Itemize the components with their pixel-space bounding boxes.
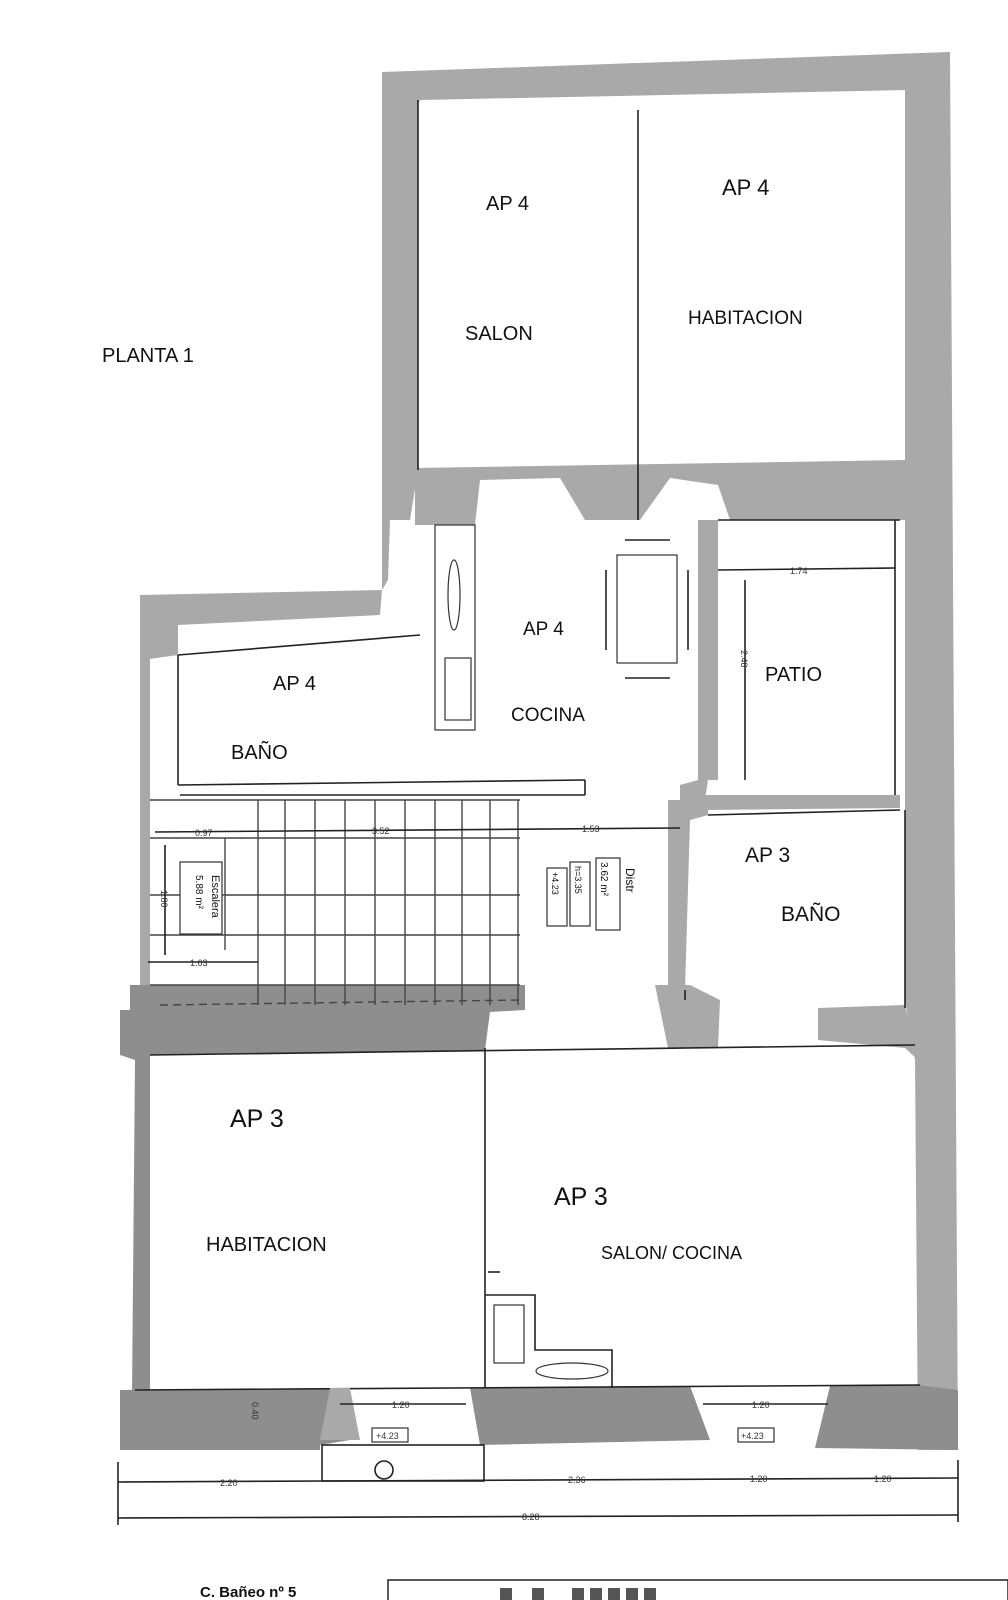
ap3-habitacion-name: HABITACION	[206, 1234, 327, 1256]
footer: C. Bañeo nº 5	[200, 1579, 1008, 1600]
dim-landing: 1.53	[582, 824, 600, 834]
ap3-bano-name: BAÑO	[781, 902, 841, 926]
distr-label: Distr	[623, 868, 637, 893]
ap4-cocina-unit: AP 4	[523, 619, 564, 640]
dim-stair-bottom: 1.63	[190, 958, 208, 968]
dim-stair-height: 1.80	[159, 890, 169, 908]
dim-patio-width: 1.74	[790, 566, 808, 576]
dining-table	[605, 539, 689, 679]
walls	[120, 52, 958, 1450]
kitchen-counter	[434, 524, 476, 731]
ap4-salon-unit: AP 4	[486, 193, 529, 215]
distr-area: 3.62 m²	[598, 862, 609, 897]
ap3-habitacion-unit: AP 3	[230, 1105, 284, 1133]
escalera-box: Escalera 5.88 m²	[179, 861, 223, 935]
ap4-habitacion-name: HABITACION	[688, 308, 803, 329]
dim-patio-depth: 2.48	[739, 650, 749, 668]
plan-title: PLANTA 1	[102, 345, 194, 367]
dim-bottom-seg-2: 2.36	[568, 1475, 586, 1485]
dim-bottom-total: 8.28	[522, 1512, 540, 1522]
dim-bottom-seg-4: 1.20	[874, 1474, 892, 1484]
ap3-salon-name: SALON/ COCINA	[601, 1243, 742, 1263]
ap4-cocina-name: COCINA	[511, 705, 585, 726]
ap4-bano-name: BAÑO	[231, 740, 288, 764]
partitions	[134, 100, 921, 1391]
distr-level-2: +4.23	[550, 872, 560, 895]
window-right-level: +4.23	[741, 1431, 764, 1441]
ap4-habitacion-unit: AP 4	[722, 175, 769, 200]
dim-stair-left: 0.97	[195, 828, 213, 838]
ap4-bano-unit: AP 4	[273, 673, 316, 695]
street-label: C. Bañeo nº 5	[200, 1584, 296, 1600]
dim-bottom-seg-3: 1.20	[750, 1474, 768, 1484]
ap3-bano-unit: AP 3	[745, 844, 790, 867]
ap3-kitchen-fixtures	[485, 1271, 613, 1388]
dim-front-wall: 0.40	[250, 1402, 260, 1420]
dim-stair-middle: 3.52	[372, 826, 390, 836]
patio-name: PATIO	[765, 664, 822, 686]
ap3-salon-unit: AP 3	[554, 1183, 608, 1211]
escalera-area: 5.88 m²	[193, 875, 204, 910]
escalera-label: Escalera	[209, 875, 221, 919]
dim-bottom-seg-1: 2.20	[220, 1478, 238, 1488]
room-labels: PLANTA 1 AP 4 SALON AP 4 HABITACION AP 4…	[102, 175, 841, 1263]
window-left-level: +4.23	[376, 1431, 399, 1441]
distr-box: +4.23 h=3.35 3.62 m² Distr	[546, 857, 637, 931]
dim-window-right: 1.20	[752, 1400, 770, 1410]
distr-level-1: h=3.35	[573, 866, 583, 894]
dimension-lines: 1.74 2.48 0.97 3.52 1.53 1.80 1.63 1.20 …	[117, 566, 959, 1525]
staircase	[150, 799, 521, 1006]
ap4-salon-name: SALON	[465, 323, 533, 345]
dim-window-left: 1.20	[392, 1400, 410, 1410]
